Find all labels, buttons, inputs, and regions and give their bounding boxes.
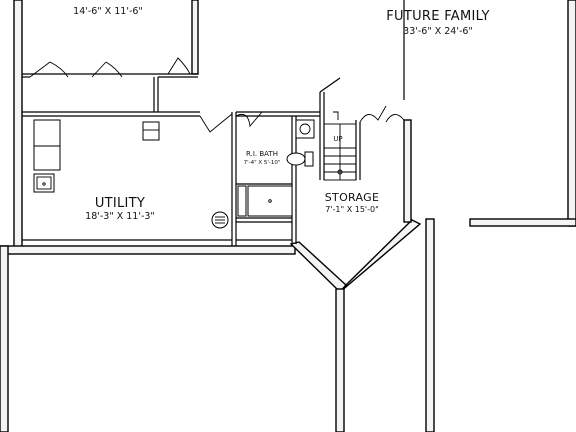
bath-sink-icon (295, 119, 315, 139)
future-family-dimensions: 33'-6" X 24'-6" (403, 26, 473, 37)
ri-bath-name: R.I. BATH (246, 150, 278, 158)
family-left-wall (403, 119, 412, 223)
storage-diagonal-left-wall (289, 241, 347, 294)
stair-up-label: UP (333, 135, 342, 143)
lower-horizontal-wall (0, 245, 296, 255)
top-left-room-dimensions: 14'-6" X 11'-6" (73, 6, 143, 17)
left-exterior-wall (13, 0, 23, 249)
family-bottom-wall (469, 218, 576, 227)
future-family-name: FUTURE FAMILY (386, 9, 489, 24)
staircase: UP (323, 111, 357, 181)
utility-dimensions: 18'-3" X 11'-3" (85, 211, 155, 222)
toilet-bowl-icon (286, 152, 306, 166)
fixtures (33, 119, 315, 229)
top-room-right-wall (191, 0, 199, 75)
interior-walls (22, 0, 405, 246)
utility-name: UTILITY (95, 196, 145, 211)
doors (29, 57, 405, 133)
right-exterior-wall (567, 0, 576, 227)
center-lower-wall (335, 288, 345, 432)
toilet-tank-icon (304, 151, 314, 167)
lower-left-wall (0, 245, 9, 432)
shower-icon (247, 185, 293, 217)
washer-icon (33, 145, 61, 171)
storage-name: STORAGE (325, 191, 379, 204)
ri-bath-dimensions: 7'-4" X 5'-10" (244, 160, 281, 166)
dryer-icon (33, 119, 61, 147)
room-labels: 14'-6" X 11'-6" FUTURE FAMILY 33'-6" X 2… (73, 6, 489, 222)
right-lower-wall (425, 218, 435, 432)
storage-dimensions: 7'-1" X 15'-0" (325, 205, 379, 214)
furnace-icon (142, 121, 160, 141)
storage-diagonal-right-wall (339, 219, 422, 293)
